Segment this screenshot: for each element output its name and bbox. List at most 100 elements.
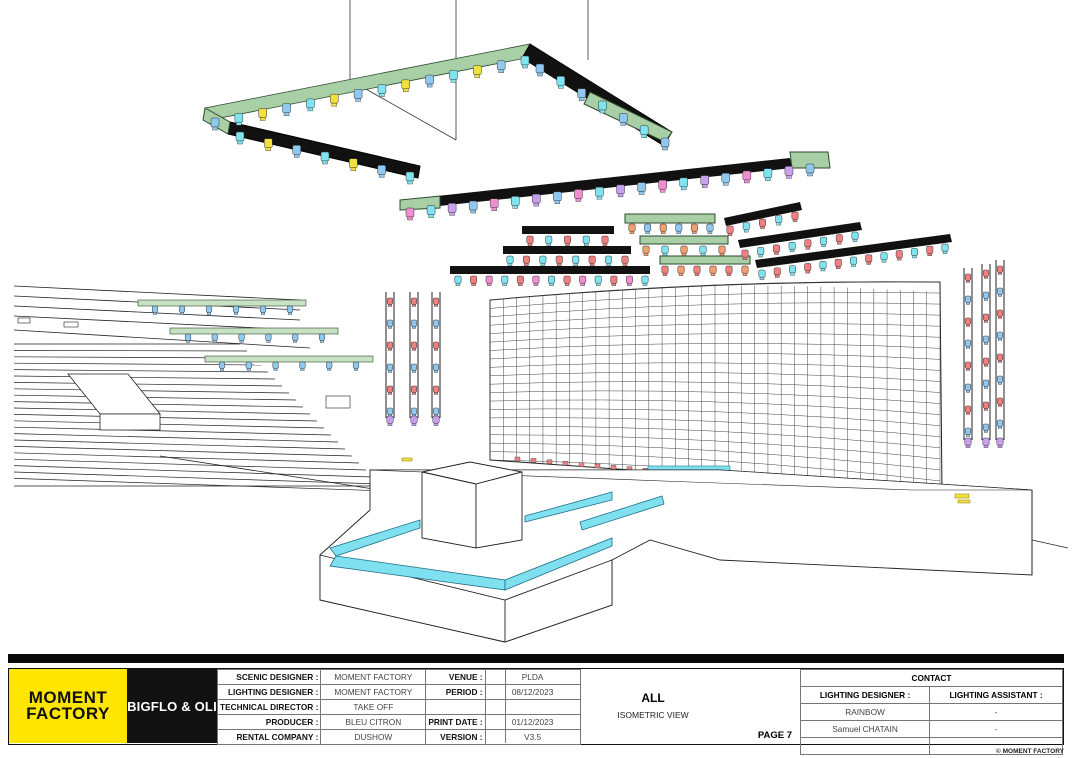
stand-step xyxy=(13,414,318,422)
fixture-body xyxy=(895,250,903,258)
stand-console xyxy=(325,395,351,409)
wall-grid-line xyxy=(489,381,941,393)
fixture-body xyxy=(982,291,990,299)
fixture-lens xyxy=(288,312,292,315)
fixture-body xyxy=(432,407,440,415)
light-fixture xyxy=(432,415,440,426)
light-fixture xyxy=(721,173,731,186)
fixture-body xyxy=(996,397,1004,405)
credit-label2: VERSION : xyxy=(425,729,486,745)
fixture-lens xyxy=(662,252,668,256)
stand-step xyxy=(13,478,388,492)
fixture-lens xyxy=(518,283,523,286)
light-fixture xyxy=(706,223,714,234)
fixture-body xyxy=(556,76,566,86)
fixture-body xyxy=(353,89,363,99)
light-fixture xyxy=(579,275,587,286)
fixture-body xyxy=(410,407,418,415)
contact-empty-cell xyxy=(929,737,1063,755)
wall-floor-fixture xyxy=(610,465,617,470)
center-riser xyxy=(421,461,523,549)
wall-grid-line xyxy=(489,302,941,318)
fixture-lens xyxy=(412,304,416,307)
fixture-lens xyxy=(966,368,970,371)
fixture-lens xyxy=(575,198,582,202)
fixture-lens xyxy=(589,263,595,266)
stand-step xyxy=(13,465,374,478)
fixture-body xyxy=(718,245,726,254)
fixture-lens xyxy=(759,277,765,280)
fixture-lens xyxy=(680,186,687,191)
upper-truss-rig xyxy=(202,43,673,185)
fixture-body xyxy=(865,254,873,263)
fixture-body xyxy=(835,234,843,243)
fixture-lens xyxy=(596,283,601,286)
fixture-lens xyxy=(470,209,476,214)
fixture-body xyxy=(605,255,613,264)
light-fixture xyxy=(211,333,218,343)
fixture-body xyxy=(661,265,669,274)
fixture-lens xyxy=(433,423,439,426)
wall-grid-line xyxy=(489,408,941,426)
light-fixture xyxy=(259,305,267,315)
fixture-body xyxy=(563,275,571,284)
fixture-body xyxy=(996,437,1004,446)
stand-step xyxy=(13,350,248,352)
light-fixture xyxy=(545,235,553,246)
light-fixture xyxy=(485,275,493,286)
light-fixture xyxy=(218,361,226,371)
fixture-body xyxy=(555,255,563,264)
wall-grid-line xyxy=(489,362,941,371)
fixture-body xyxy=(996,309,1004,317)
fixture-lens xyxy=(320,340,324,343)
light-fixture xyxy=(539,255,547,266)
light-fixture xyxy=(661,245,669,256)
fixture-lens xyxy=(786,175,792,179)
fixture-body xyxy=(539,255,547,264)
fixture-body xyxy=(789,265,796,274)
copyright: © MOMENT FACTORY xyxy=(996,748,1064,755)
fixture-lens xyxy=(807,172,813,177)
fixture-lens xyxy=(775,274,780,278)
contact-row2-col1: Samuel CHATAIN xyxy=(799,720,931,738)
fixture-lens xyxy=(558,85,564,89)
fixture-lens xyxy=(836,266,841,269)
fixture-body xyxy=(299,361,306,369)
logo-line2: FACTORY xyxy=(26,704,110,723)
fixture-body xyxy=(410,363,418,371)
fixture-lens xyxy=(866,261,871,265)
fixture-lens xyxy=(153,312,157,315)
light-fixture xyxy=(234,112,244,126)
fixture-body xyxy=(964,295,972,303)
light-fixture xyxy=(352,361,360,371)
light-fixture xyxy=(804,239,812,250)
fixture-lens xyxy=(965,445,971,448)
fixture-lens xyxy=(966,346,970,349)
light-fixture xyxy=(895,250,903,261)
fixture-body xyxy=(496,60,506,71)
fixture-body xyxy=(982,401,990,409)
stand-step xyxy=(13,439,346,450)
fixture-lens xyxy=(912,255,917,259)
fixture-body xyxy=(805,163,815,174)
light-fixture xyxy=(410,319,418,329)
left-grandstand xyxy=(13,285,388,492)
light-fixture xyxy=(820,236,828,247)
fixture-body xyxy=(642,245,650,254)
light-fixture xyxy=(709,265,717,276)
contact-row1-col1: RAINBOW xyxy=(799,703,931,721)
fixture-lens xyxy=(180,312,184,315)
light-fixture xyxy=(553,191,562,204)
fixture-body xyxy=(699,245,707,254)
fixture-lens xyxy=(998,404,1002,407)
light-fixture xyxy=(639,125,649,138)
fixture-lens xyxy=(557,263,562,266)
light-fixture xyxy=(964,361,972,371)
light-fixture xyxy=(470,275,478,286)
light-fixture xyxy=(964,383,972,393)
light-fixture xyxy=(320,151,330,165)
fixture-lens xyxy=(412,348,416,351)
wall-grid-line xyxy=(489,426,941,449)
fixture-body xyxy=(851,231,859,240)
